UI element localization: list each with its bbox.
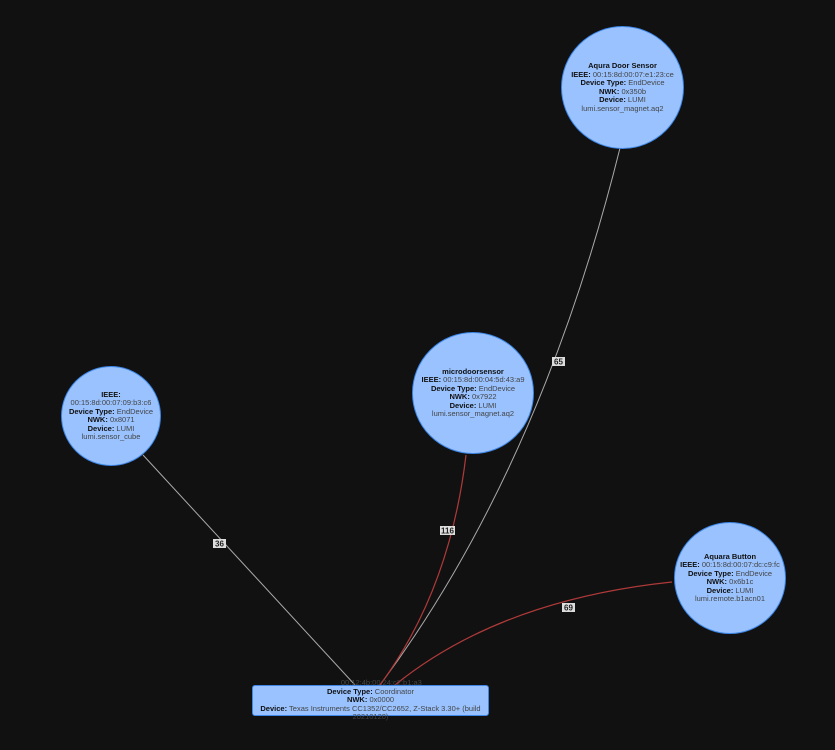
link-micro-coord [379, 454, 467, 686]
link-door-coord [379, 147, 621, 686]
link-cube-coord [142, 454, 356, 686]
ieee: IEEE: 00:15:8d:00:07:09:b3:c6 [70, 389, 152, 407]
ieee: IEEE: 00:12:4b:00:24:c2:b1:a3 [319, 678, 422, 688]
device-type: Device Type: EndDevice [580, 78, 665, 87]
nwk: NWK: 0x0000 [346, 695, 395, 705]
device-type: Device Type: Coordinator [326, 686, 414, 696]
node-microdoorsensor[interactable]: microdoorsensor IEEE: 00:15:8d:00:04:5d:… [412, 332, 534, 454]
node-aqura-door-sensor[interactable]: Aqura Door Sensor IEEE: 00:15:8d:00:07:e… [561, 26, 684, 149]
link-label: 65 [554, 358, 563, 367]
device: Device: LUMI lumi.sensor_magnet.aq2 [581, 95, 664, 113]
device: Device: LUMI lumi.remote.b1acn01 [694, 585, 766, 603]
nwk: NWK: 0x6b1c [706, 577, 754, 586]
node-name: Aqura Door Sensor [588, 61, 657, 70]
node-name: Aquara Button [703, 551, 757, 561]
nwk: NWK: 0x350b [598, 86, 647, 96]
device: Device: LUMI lumi.sensor_cube [81, 423, 141, 441]
link-label: 69 [564, 604, 573, 613]
node-name: microdoorsensor [442, 366, 504, 376]
device-type: Device Type: EndDevice [687, 568, 773, 578]
nwk: NWK: 0x8071 [87, 415, 135, 424]
ieee: IEEE: 00:15:8d:00:07:dc:c9:fc [680, 560, 780, 569]
node-aquara-button[interactable]: Aquara Button IEEE: 00:15:8d:00:07:dc:c9… [674, 522, 786, 634]
device-type: Device Type: EndDevice [430, 383, 516, 393]
node-cube[interactable]: IEEE: 00:15:8d:00:07:09:b3:c6 Device Typ… [61, 366, 161, 466]
nwk: NWK: 0x7922 [449, 392, 497, 401]
device: Device: Texas Instruments CC1352/CC2652,… [260, 703, 481, 722]
device: Device: LUMI lumi.sensor_magnet.aq2 [431, 400, 515, 418]
ieee: IEEE: 00:15:8d:00:04:5d:43:a9 [421, 375, 525, 384]
link-label: 116 [441, 527, 454, 536]
device-type: Device Type: EndDevice [68, 406, 154, 416]
link-button-coord [394, 581, 673, 686]
ieee: IEEE: 00:15:8d:00:07:e1:23:ce [571, 69, 674, 79]
node-coordinator[interactable]: IEEE: 00:12:4b:00:24:c2:b1:a3 Device Typ… [252, 679, 489, 721]
link-label: 36 [215, 540, 224, 549]
